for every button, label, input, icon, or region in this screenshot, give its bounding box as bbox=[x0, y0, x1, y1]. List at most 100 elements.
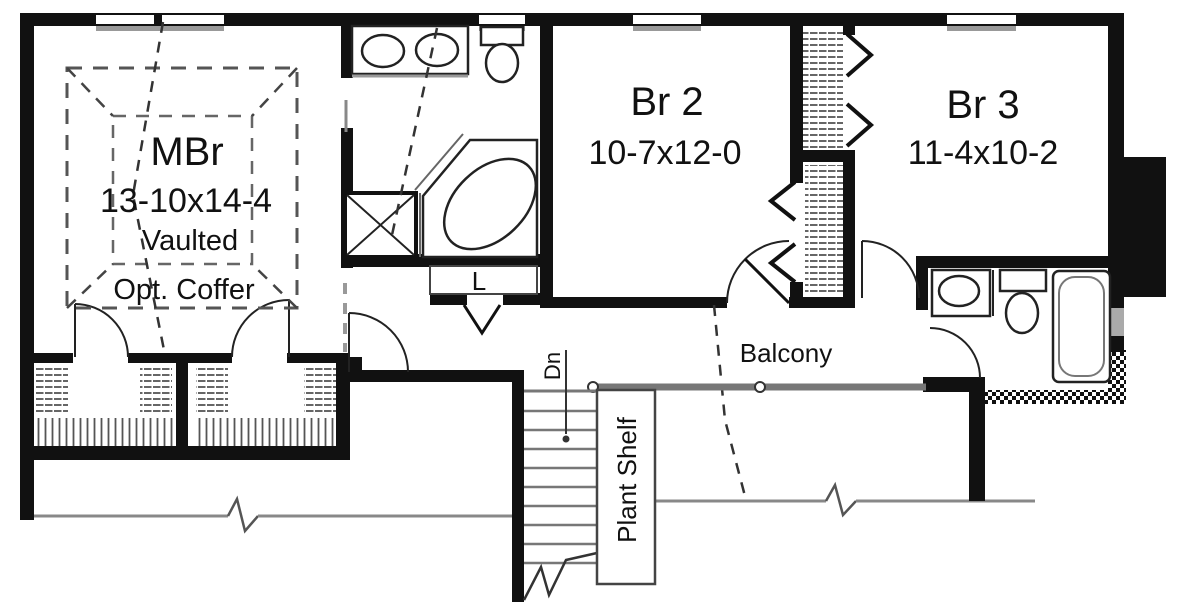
closet-south-wall bbox=[789, 297, 855, 308]
bifold-door bbox=[462, 304, 502, 336]
mbr-closet2-rod bbox=[194, 418, 334, 448]
closet-shelving-hatch bbox=[34, 30, 843, 448]
mbr-bath-wall-upper bbox=[341, 26, 353, 78]
toilet-icon bbox=[484, 42, 520, 84]
chimney bbox=[1108, 157, 1166, 297]
break-mark bbox=[226, 495, 259, 534]
br2-closet-door bbox=[767, 242, 797, 284]
roof-valley-line bbox=[712, 304, 748, 501]
stairs-down-label: Dn bbox=[540, 352, 565, 380]
br2-door bbox=[726, 240, 791, 305]
br2-south-wall bbox=[553, 297, 727, 308]
window-sill bbox=[947, 26, 1016, 31]
linen-wall-right bbox=[503, 293, 553, 305]
toilet-icon bbox=[1004, 291, 1040, 335]
roof-valley-line bbox=[131, 21, 167, 356]
mbr-south-wall-2 bbox=[128, 353, 232, 363]
plant-shelf-box bbox=[595, 388, 657, 586]
mbr-window bbox=[96, 15, 224, 31]
mbr-dims: 13-10x14-4 bbox=[100, 182, 272, 220]
mbr-closet2-east-wall bbox=[336, 353, 350, 458]
labels: MBr 13-10x14-4 Vaulted Opt. Coffer Br 2 … bbox=[100, 80, 1058, 543]
br2-closet-door bbox=[767, 180, 797, 222]
window-sill bbox=[96, 26, 224, 31]
coffer-outer bbox=[65, 66, 299, 310]
hallbath-door bbox=[929, 327, 981, 379]
window-sill bbox=[633, 26, 701, 31]
deck-edge-hatch bbox=[985, 350, 1126, 404]
railing-post bbox=[754, 381, 766, 393]
mbr-label: MBr bbox=[150, 130, 223, 174]
br2-dims: 10-7x12-0 bbox=[588, 134, 741, 172]
walls bbox=[20, 13, 1166, 602]
sink-icon bbox=[414, 32, 460, 68]
mbr-closet1-shelf-right bbox=[140, 366, 172, 416]
bathtub-icon bbox=[1051, 269, 1112, 384]
linen-wall-left bbox=[430, 293, 467, 305]
hall-bath bbox=[930, 268, 1112, 384]
mbr-south-wall-1 bbox=[20, 353, 73, 363]
break-mark bbox=[824, 481, 857, 518]
mbr-closet2-shelf-right bbox=[304, 366, 336, 416]
hall-south-wall bbox=[348, 370, 524, 382]
br3-door bbox=[861, 240, 920, 299]
mbr-ceiling-note: Vaulted bbox=[142, 225, 238, 257]
linen-label: L bbox=[472, 266, 486, 296]
mbr-south-wall-3 bbox=[287, 353, 350, 363]
master-bath bbox=[343, 24, 539, 259]
hallbath-window bbox=[1110, 308, 1124, 336]
balcony-label: Balcony bbox=[740, 338, 833, 368]
mbr-option-note: Opt. Coffer bbox=[113, 274, 255, 306]
hall-wall-joint bbox=[348, 357, 362, 382]
hallbath-south-wall bbox=[923, 377, 985, 392]
roof-valley-line bbox=[390, 27, 439, 236]
closet-stub-top bbox=[843, 26, 855, 35]
lower-roof-outline bbox=[20, 481, 1035, 534]
mbr-closet-divider bbox=[176, 362, 188, 452]
down-arrow-end bbox=[562, 435, 570, 443]
swing-doors bbox=[74, 240, 981, 379]
br3-closet-shelves bbox=[803, 30, 843, 150]
below-bath-wall-stub bbox=[969, 392, 985, 501]
br3-dims: 11-4x10-2 bbox=[908, 134, 1059, 172]
toilet-tank bbox=[479, 25, 525, 47]
br2-closet-wall bbox=[790, 26, 803, 157]
closet-stub-west-1 bbox=[790, 150, 803, 183]
toilet-tank bbox=[998, 268, 1048, 293]
linen-closet bbox=[429, 265, 538, 336]
bathtub-inner bbox=[1058, 276, 1105, 377]
mbr-closet1-door bbox=[74, 303, 129, 358]
br2-label: Br 2 bbox=[630, 80, 703, 124]
br2-closet-shelves bbox=[805, 165, 843, 295]
br3-window bbox=[947, 15, 1016, 31]
br3-bath-wall bbox=[916, 256, 1124, 268]
stairs bbox=[522, 350, 598, 601]
br3-closet-door bbox=[845, 102, 875, 148]
window-mullion bbox=[154, 15, 162, 24]
mbr-closet1-rod bbox=[34, 418, 174, 448]
stairwell-west-wall bbox=[512, 370, 524, 602]
stair-treads bbox=[524, 409, 597, 565]
closet-divider-wall bbox=[790, 150, 855, 162]
top-exterior-wall bbox=[20, 13, 1124, 26]
corner-tub bbox=[414, 133, 539, 259]
mbr-closets-bottom-wall bbox=[20, 446, 350, 460]
bath-br2-wall bbox=[540, 26, 553, 308]
br3-label: Br 3 bbox=[946, 83, 1019, 127]
closet-stub-west-2 bbox=[790, 282, 803, 308]
mbr-closet1-shelf-left bbox=[36, 366, 68, 416]
plant-shelf-label: Plant Shelf bbox=[612, 416, 642, 543]
br3-closet-door bbox=[845, 32, 875, 78]
mbr-closet2-shelf-left bbox=[196, 366, 228, 416]
coffer-corners bbox=[66, 67, 298, 309]
sink-icon bbox=[937, 274, 981, 308]
br2-window bbox=[633, 15, 701, 31]
left-exterior-wall bbox=[20, 13, 34, 520]
dashed-lines bbox=[65, 21, 748, 501]
mbr-entry-door bbox=[348, 312, 409, 373]
shower bbox=[343, 191, 426, 259]
coffer-inner bbox=[111, 114, 254, 266]
bifold-doors bbox=[767, 32, 875, 284]
stair-break-mark bbox=[522, 551, 598, 601]
